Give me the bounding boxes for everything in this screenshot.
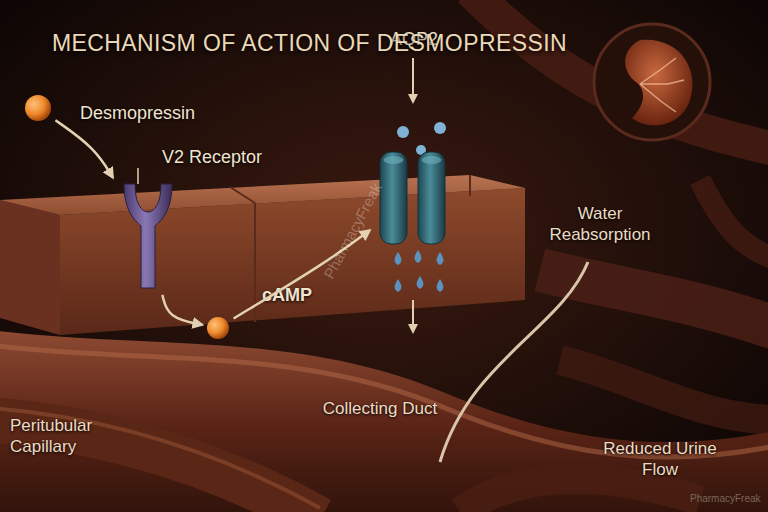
molecule-node: cAMP [205, 315, 231, 341]
node-label: Desmopressin [80, 103, 195, 124]
cell-border [469, 175, 471, 196]
blood-vessel [540, 270, 768, 330]
leader-line [440, 262, 588, 462]
node-label: cAMP [262, 285, 312, 306]
node-shape [23, 93, 53, 123]
blood-vessel [700, 180, 768, 260]
structure-label: Water Reabsorption [540, 203, 660, 245]
leader-line [137, 168, 139, 184]
structure-label: Peritubular Capillary [10, 415, 140, 457]
node-shape [205, 315, 231, 341]
receptor-node: V2 Receptor [112, 180, 184, 292]
molecule-node: Desmopressin [23, 93, 53, 123]
water-drop [437, 252, 444, 265]
arrow-connector [55, 120, 112, 177]
arrow [412, 58, 414, 102]
watermark: PharmacyFreak [690, 492, 761, 505]
molecule-sphere [25, 95, 51, 121]
channel-subunit [380, 152, 407, 244]
title: MECHANISM OF ACTION OF DESMOPRESSIN [52, 30, 567, 57]
node-shape [112, 180, 184, 292]
water-molecule [434, 122, 446, 134]
structure-label: Collecting Duct [320, 398, 440, 419]
capillary [460, 479, 700, 512]
channel-highlight [422, 156, 442, 164]
channel-node: AQP2 [372, 148, 454, 248]
water-drop [395, 252, 402, 265]
kidney [625, 40, 692, 126]
node-label: V2 Receptor [162, 147, 262, 168]
tubule [0, 330, 768, 512]
kidney-branches [640, 58, 684, 112]
water-drop [395, 279, 402, 292]
receptor-symbol [124, 184, 172, 288]
water-drop [417, 276, 424, 289]
molecule-sphere [207, 317, 229, 339]
cell-border [230, 187, 255, 322]
kidney-inset [594, 24, 710, 140]
duct-surface [0, 175, 525, 215]
water-drop [415, 250, 422, 263]
blood-vessel [560, 360, 768, 420]
capillary-highlight [0, 408, 320, 508]
channel-subunit [418, 152, 445, 244]
structure-label: Reduced Urine Flow [600, 438, 720, 480]
duct-side [0, 200, 60, 335]
water-drop [437, 279, 444, 292]
arrow-connector [162, 295, 202, 325]
water-drops [395, 250, 444, 292]
water-molecule [397, 126, 409, 138]
channel-highlight [384, 156, 404, 164]
blood-vessel [470, 0, 768, 150]
arrow [412, 300, 414, 332]
node-shape [372, 148, 454, 248]
